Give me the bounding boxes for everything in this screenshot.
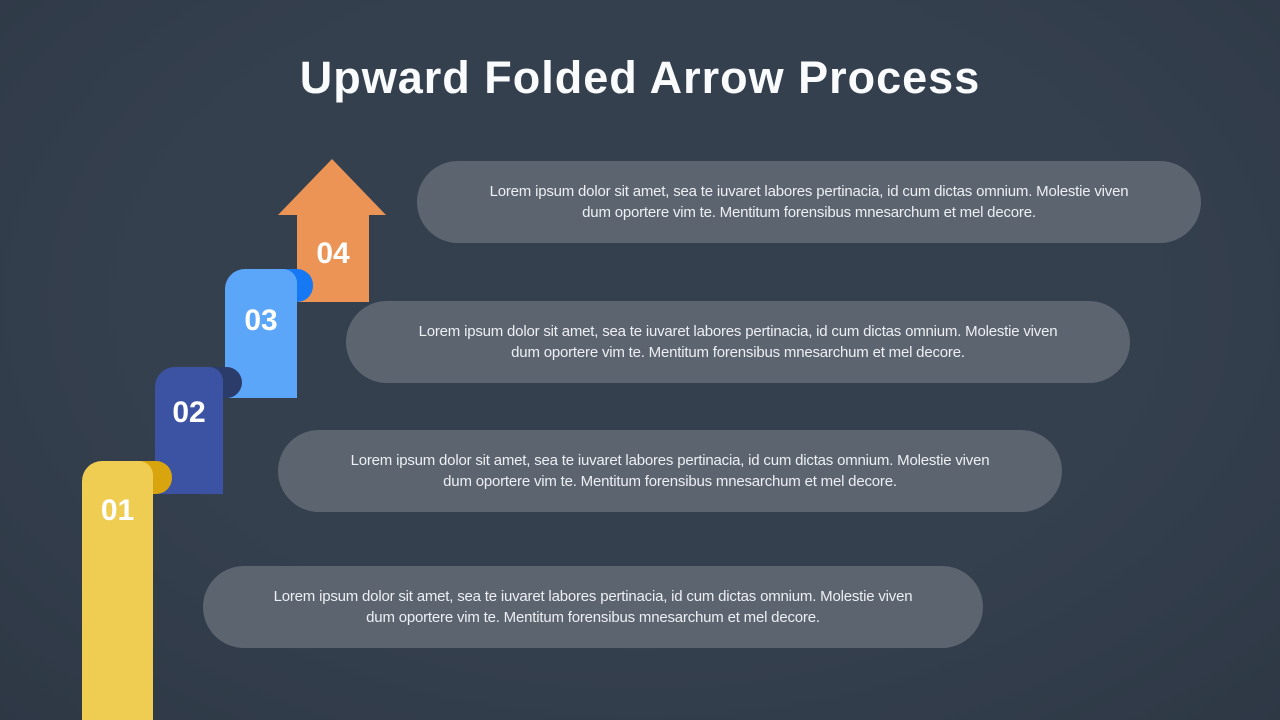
card-3-text-line-2: dum oportere vim te. Mentitum forensibus… — [443, 473, 897, 490]
card-2-text-line-2: dum oportere vim te. Mentitum forensibus… — [511, 344, 965, 361]
card-2-text-line-1: Lorem ipsum dolor sit amet, sea te iuvar… — [418, 323, 1058, 340]
description-card-4: Lorem ipsum dolor sit amet, sea te iuvar… — [203, 566, 983, 648]
up-arrow-icon — [278, 159, 386, 302]
card-3-text-line-1: Lorem ipsum dolor sit amet, sea te iuvar… — [350, 452, 990, 469]
card-4-text-line-1: Lorem ipsum dolor sit amet, sea te iuvar… — [273, 588, 913, 605]
card-1-text-line-2: dum oportere vim te. Mentitum forensibus… — [582, 204, 1036, 221]
step-04-up-arrow-shape — [278, 158, 386, 302]
description-card-3: Lorem ipsum dolor sit amet, sea te iuvar… — [278, 430, 1062, 512]
step-03-number: 03 — [244, 304, 278, 337]
step-02-number: 02 — [172, 396, 206, 429]
description-card-1: Lorem ipsum dolor sit amet, sea te iuvar… — [417, 161, 1201, 243]
step-01-ribbon — [82, 461, 153, 720]
step-04-number: 04 — [316, 237, 350, 270]
card-1-text-line-1: Lorem ipsum dolor sit amet, sea te iuvar… — [489, 183, 1129, 200]
description-card-2: Lorem ipsum dolor sit amet, sea te iuvar… — [346, 301, 1130, 383]
card-4-text-line-2: dum oportere vim te. Mentitum forensibus… — [366, 609, 820, 626]
step-01-number: 01 — [100, 494, 135, 527]
slide-title: Upward Folded Arrow Process — [299, 52, 981, 103]
